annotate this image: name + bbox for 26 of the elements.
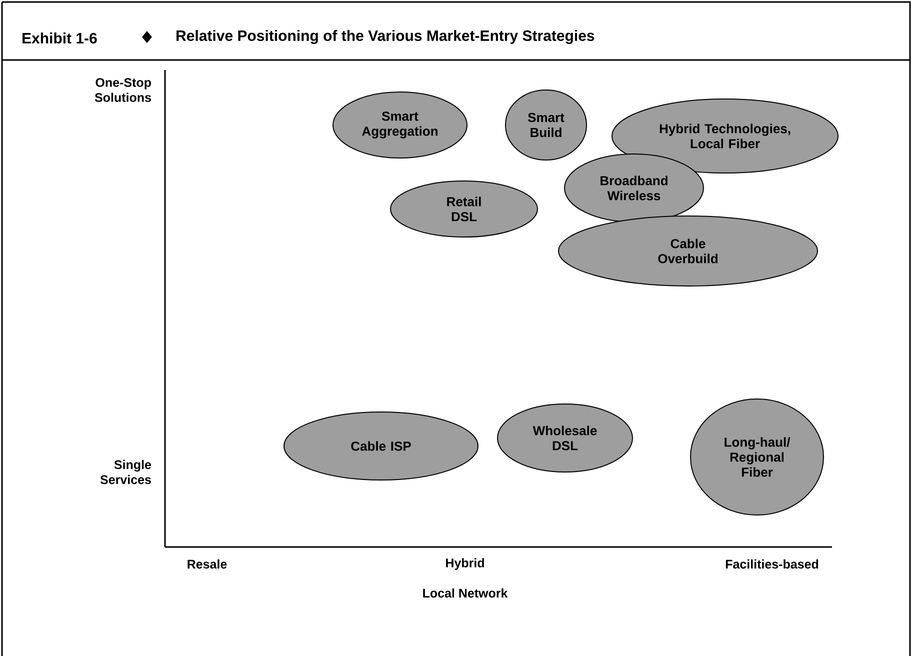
axis-label: Facilities-based bbox=[726, 559, 818, 569]
strategy-ellipse bbox=[690, 398, 824, 516]
strategy-label: Long-haul/ Regional Fiber bbox=[724, 437, 790, 477]
strategy-label: Broadband Wireless bbox=[600, 176, 668, 200]
strategy-label: Smart Build bbox=[528, 112, 564, 138]
axis-label: One-Stop Solutions bbox=[94, 78, 151, 102]
strategy-ellipse bbox=[390, 180, 538, 238]
strategy-ellipse bbox=[505, 90, 587, 160]
strategy-label: Hybrid Technologies, Local Fiber bbox=[660, 124, 790, 148]
strategy-label: Wholesale DSL bbox=[532, 426, 597, 450]
strategy-ellipse bbox=[284, 412, 478, 480]
strategy-ellipse bbox=[564, 154, 704, 222]
exhibit-number: Exhibit 1-6 bbox=[22, 32, 97, 44]
strategy-label: Cable Overbuild bbox=[658, 238, 718, 264]
strategy-label: Cable ISP bbox=[351, 441, 411, 451]
axis-label: Single Services bbox=[100, 460, 152, 484]
axis-label: Resale bbox=[188, 559, 227, 569]
axis-label: Hybrid bbox=[446, 558, 484, 570]
strategy-label: Smart Aggregation bbox=[362, 112, 438, 138]
strategy-ellipse bbox=[332, 92, 468, 158]
axis-title: Local Network bbox=[423, 588, 508, 598]
chart-title: Relative Positioning of the Various Market-Entry Strategies bbox=[176, 30, 594, 44]
strategy-ellipse bbox=[558, 216, 818, 286]
strategy-label: Retail DSL bbox=[447, 196, 481, 222]
strategy-ellipse bbox=[497, 404, 633, 472]
strategy-ellipse bbox=[612, 98, 838, 174]
